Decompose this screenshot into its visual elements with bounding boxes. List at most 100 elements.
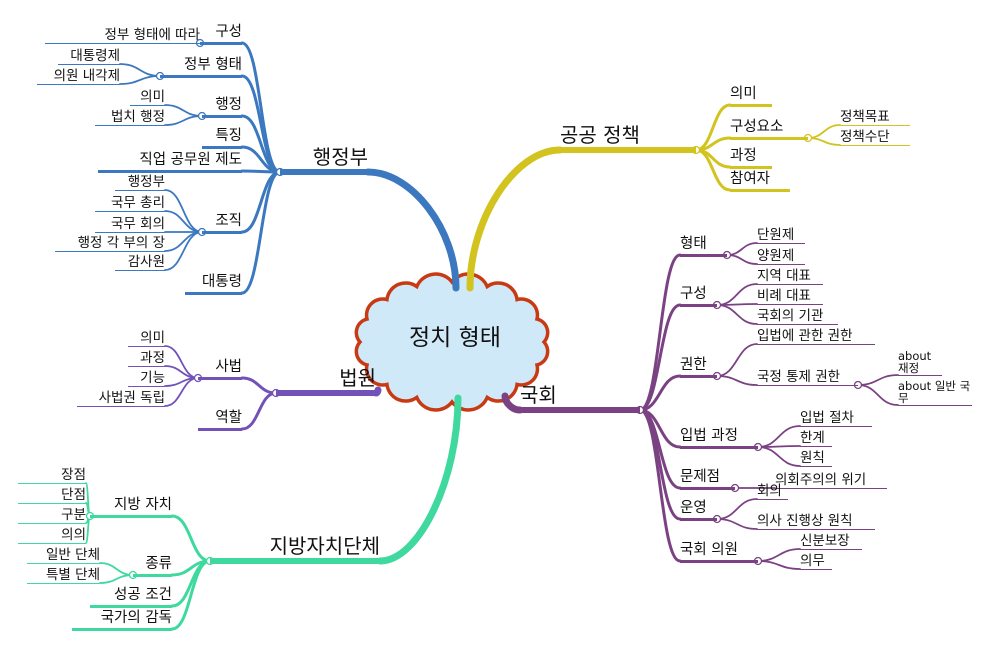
topic-node[interactable]: 단원제 xyxy=(757,228,805,244)
topic-node[interactable]: 국정 통제 권한 xyxy=(757,370,858,386)
connector-line xyxy=(99,574,134,584)
connector-line xyxy=(857,384,899,406)
topic-node[interactable]: 정부 형태에 따라 xyxy=(45,28,200,44)
topic-node[interactable]: 비례 대표 xyxy=(757,289,823,305)
topic-node[interactable]: 역할 xyxy=(198,411,242,431)
topic-node[interactable]: 구성 xyxy=(680,287,717,307)
topic-node[interactable]: 구성요소 xyxy=(730,120,808,140)
topic-node[interactable]: 의무 xyxy=(800,554,832,570)
topic-node[interactable]: 대통령 xyxy=(185,275,242,295)
topic-node[interactable]: 국무 총리 xyxy=(95,196,165,212)
connector-line xyxy=(164,231,203,252)
connector-line xyxy=(99,562,134,576)
topic-node[interactable]: about 일반 국무 xyxy=(898,378,972,406)
topic-node[interactable]: 입법에 관한 권한 xyxy=(757,329,875,345)
topic-node[interactable]: 의원 내각제 xyxy=(37,69,120,85)
topic-node[interactable]: 국회 의원 xyxy=(680,543,758,563)
topic-node[interactable]: 의사 진행상 원칙 xyxy=(757,514,875,530)
topic-node[interactable]: 국무 회의 xyxy=(95,217,165,233)
connector-line xyxy=(466,146,564,292)
connector-line xyxy=(716,375,758,386)
connector-line xyxy=(164,231,203,271)
connector-line xyxy=(757,446,801,467)
topic-node[interactable]: 법치 행정 xyxy=(95,110,165,126)
branch-court[interactable]: 법원 xyxy=(276,368,376,396)
topic-node[interactable]: 조직 xyxy=(202,214,242,234)
topic-node[interactable]: 국회의 기관 xyxy=(757,309,838,325)
connector-line xyxy=(857,374,899,386)
topic-node[interactable]: 의의 xyxy=(18,528,86,544)
connector-line xyxy=(170,559,212,631)
topic-node[interactable]: 직업 공무원 제도 xyxy=(98,153,242,173)
topic-node[interactable]: 회의 xyxy=(757,484,788,500)
topic-node[interactable]: 의미 xyxy=(128,331,165,347)
topic-node[interactable]: 의회주의의 위기 xyxy=(775,473,887,489)
topic-node[interactable]: 기능 xyxy=(128,371,165,387)
topic-node[interactable]: 입법 절차 xyxy=(800,411,872,427)
topic-node[interactable]: 정책목표 xyxy=(840,110,910,126)
connector-line xyxy=(726,254,758,265)
branch-national-assembly[interactable]: 국회 xyxy=(520,385,640,413)
topic-node[interactable]: 특징 xyxy=(202,129,242,149)
topic-node[interactable]: 지방 자치 xyxy=(90,498,172,518)
branch-public-policy[interactable]: 공공 정책 xyxy=(560,125,696,153)
topic-node[interactable]: 구분 xyxy=(18,508,86,524)
topic-node[interactable]: 사법권 독립 xyxy=(77,391,165,407)
topic-node[interactable]: 성공 조건 xyxy=(90,588,172,608)
topic-node[interactable]: 장점 xyxy=(18,468,86,484)
connector-line xyxy=(694,136,732,152)
connector-line xyxy=(164,345,199,379)
topic-node[interactable]: 행정 xyxy=(202,98,242,118)
topic-node[interactable]: 특별 단체 xyxy=(27,568,100,584)
topic-node[interactable]: 과정 xyxy=(730,149,772,169)
connector-line xyxy=(807,137,841,146)
topic-node[interactable]: about 재정 xyxy=(898,350,942,376)
topic-node[interactable]: 과정 xyxy=(128,351,165,367)
connector-line xyxy=(694,148,732,192)
connector-line xyxy=(638,253,682,412)
topic-node[interactable]: 의미 xyxy=(130,90,165,106)
topic-node[interactable]: 권한 xyxy=(680,358,717,378)
connector-line xyxy=(757,560,801,570)
topic-node[interactable]: 의미 xyxy=(730,87,772,107)
topic-node[interactable]: 일반 단체 xyxy=(27,548,100,564)
connector-line xyxy=(240,169,282,174)
topic-node[interactable]: 행정부 xyxy=(115,175,165,191)
connector-line xyxy=(372,386,382,397)
connector-line xyxy=(240,170,282,234)
topic-node[interactable]: 신분보장 xyxy=(800,534,862,550)
connector-line xyxy=(716,283,758,306)
topic-node[interactable]: 문제점 xyxy=(680,470,735,490)
connector-line xyxy=(164,115,203,126)
topic-node[interactable]: 감사원 xyxy=(115,255,165,271)
branch-executive[interactable]: 행정부 xyxy=(280,147,368,175)
central-topic[interactable]: 정치 형태 xyxy=(409,325,501,351)
topic-node[interactable]: 한계 xyxy=(800,431,832,447)
topic-node[interactable]: 참여자 xyxy=(730,172,790,192)
connector-line xyxy=(726,242,758,256)
topic-node[interactable]: 운영 xyxy=(680,501,717,521)
topic-node[interactable]: 정부 형태 xyxy=(160,58,242,78)
topic-node[interactable]: 원칙 xyxy=(800,451,832,467)
topic-node[interactable]: 국가의 감독 xyxy=(72,611,172,631)
topic-node[interactable]: 입법 과정 xyxy=(680,429,758,449)
connector-line xyxy=(807,124,841,139)
branch-local-government[interactable]: 지방자치단체 xyxy=(210,536,380,564)
topic-node[interactable]: 형태 xyxy=(680,237,727,257)
topic-node[interactable]: 사법 xyxy=(198,360,242,380)
topic-node[interactable]: 정책수단 xyxy=(840,130,910,146)
connector-line xyxy=(119,75,161,85)
topic-node[interactable]: 종류 xyxy=(133,557,172,577)
connector-line xyxy=(119,63,161,77)
topic-node[interactable]: 지역 대표 xyxy=(757,269,823,285)
connector-line xyxy=(757,425,801,448)
topic-node[interactable]: 양원제 xyxy=(757,249,805,265)
topic-node[interactable]: 단점 xyxy=(18,488,86,504)
topic-node[interactable]: 행정 각 부의 장 xyxy=(55,236,165,252)
topic-node[interactable]: 대통령제 xyxy=(58,49,120,65)
connector-line xyxy=(638,374,682,412)
topic-node[interactable]: 구성 xyxy=(200,25,242,45)
central-cloud-shape xyxy=(354,272,550,412)
